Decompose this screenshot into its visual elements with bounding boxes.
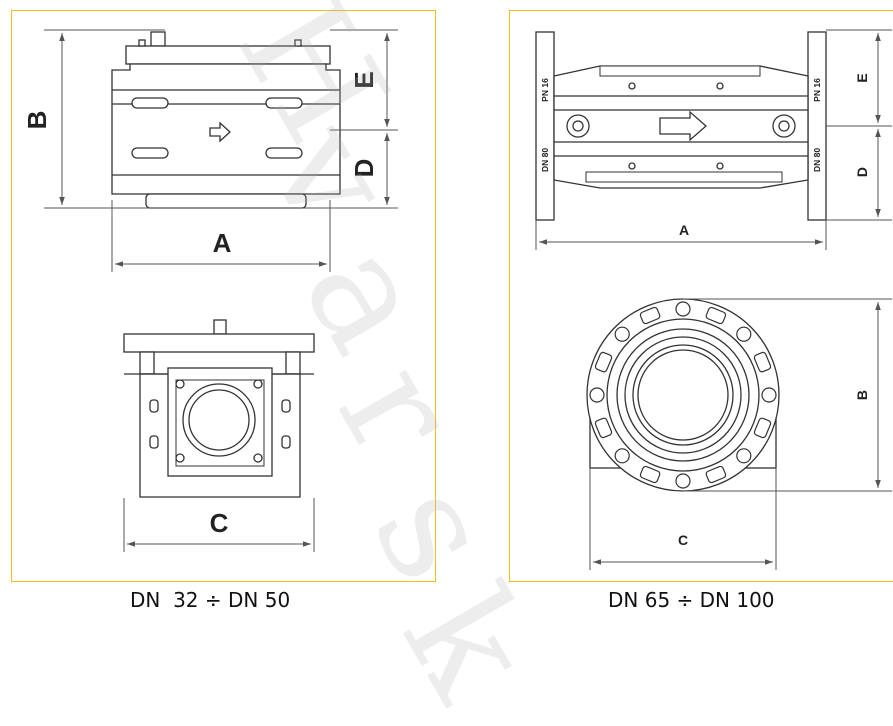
plate-pn-right: PN 16	[812, 78, 822, 102]
right-dim-d-label: D	[854, 167, 870, 177]
right-flange-view	[586, 298, 780, 492]
plate-dn-right: DN 80	[812, 148, 822, 172]
left-side-view	[111, 31, 341, 209]
flange-slot-hole	[753, 417, 772, 439]
flange-slot-hole	[705, 306, 727, 325]
plate-pn-left: PN 16	[540, 78, 550, 102]
technical-drawing: A C B E D A C E D B PN 16 DN 80 PN 16 DN…	[22, 29, 892, 570]
flange-slot-hole	[594, 417, 613, 439]
flange-round-hole	[736, 448, 752, 464]
left-caption: DN 32 ÷ DN 50	[130, 588, 291, 612]
flange-round-hole	[675, 473, 691, 489]
flange-round-hole	[675, 301, 691, 317]
flange-slot-hole	[639, 465, 661, 484]
right-side-view	[535, 31, 827, 221]
right-dim-a-label: A	[679, 222, 689, 238]
right-drawing-frame	[509, 10, 893, 582]
right-dim-c-label: C	[678, 532, 688, 548]
left-dim-d-label: D	[349, 159, 379, 178]
flange-round-hole	[614, 326, 630, 342]
plate-dn-left: DN 80	[540, 148, 550, 172]
left-dim-e-label: E	[349, 71, 379, 88]
flange-slot-hole	[753, 351, 772, 373]
left-drawing-frame	[11, 10, 436, 582]
right-dim-b-label: B	[854, 390, 870, 400]
flange-slot-hole	[705, 465, 727, 484]
left-front-dimension	[123, 498, 315, 552]
flange-round-hole	[589, 387, 605, 403]
left-dim-c-label: C	[210, 508, 229, 538]
left-dim-a-label: A	[213, 228, 232, 258]
flange-slot-hole	[639, 306, 661, 325]
flange-round-hole	[614, 448, 630, 464]
flange-round-hole	[736, 326, 752, 342]
right-flange-dimensions	[589, 298, 892, 570]
flange-slot-hole	[594, 351, 613, 373]
right-caption: DN 65 ÷ DN 100	[608, 588, 775, 612]
right-dim-e-label: E	[854, 73, 870, 82]
left-dim-b-label: B	[22, 111, 52, 130]
flange-bolt-holes	[589, 301, 777, 489]
flange-round-hole	[761, 387, 777, 403]
left-dimension-lines	[44, 29, 398, 272]
left-front-view	[123, 319, 315, 498]
right-side-dimensions	[535, 29, 892, 250]
